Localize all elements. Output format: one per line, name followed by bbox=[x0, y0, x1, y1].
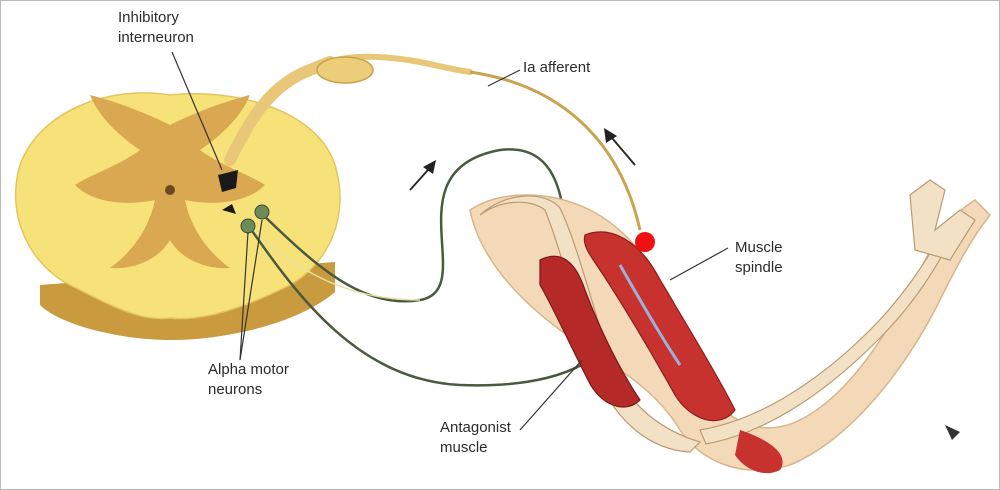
label-inhibitory-interneuron: Inhibitory interneuron bbox=[118, 8, 194, 48]
leader-muscle-spindle bbox=[670, 248, 728, 280]
label-alpha-motor-neurons: Alpha motor neurons bbox=[208, 360, 289, 400]
label-ia-afferent: Ia afferent bbox=[523, 58, 590, 78]
label-antagonist-muscle: Antagonist muscle bbox=[440, 418, 511, 458]
alpha-motor-neuron-2 bbox=[241, 219, 255, 233]
alpha-motor-neuron-1 bbox=[255, 205, 269, 219]
dorsal-root-ganglion bbox=[317, 57, 373, 83]
cursor-mark bbox=[945, 425, 960, 440]
leader-antagonist bbox=[520, 360, 582, 430]
label-muscle-spindle: Muscle spindle bbox=[735, 238, 783, 278]
arrow-afferent bbox=[612, 138, 635, 165]
arm-illustration bbox=[470, 180, 990, 473]
central-canal bbox=[165, 185, 175, 195]
spinal-cord-section bbox=[16, 93, 340, 340]
stimulus-dot bbox=[635, 232, 655, 252]
arrow-efferent bbox=[410, 170, 428, 190]
